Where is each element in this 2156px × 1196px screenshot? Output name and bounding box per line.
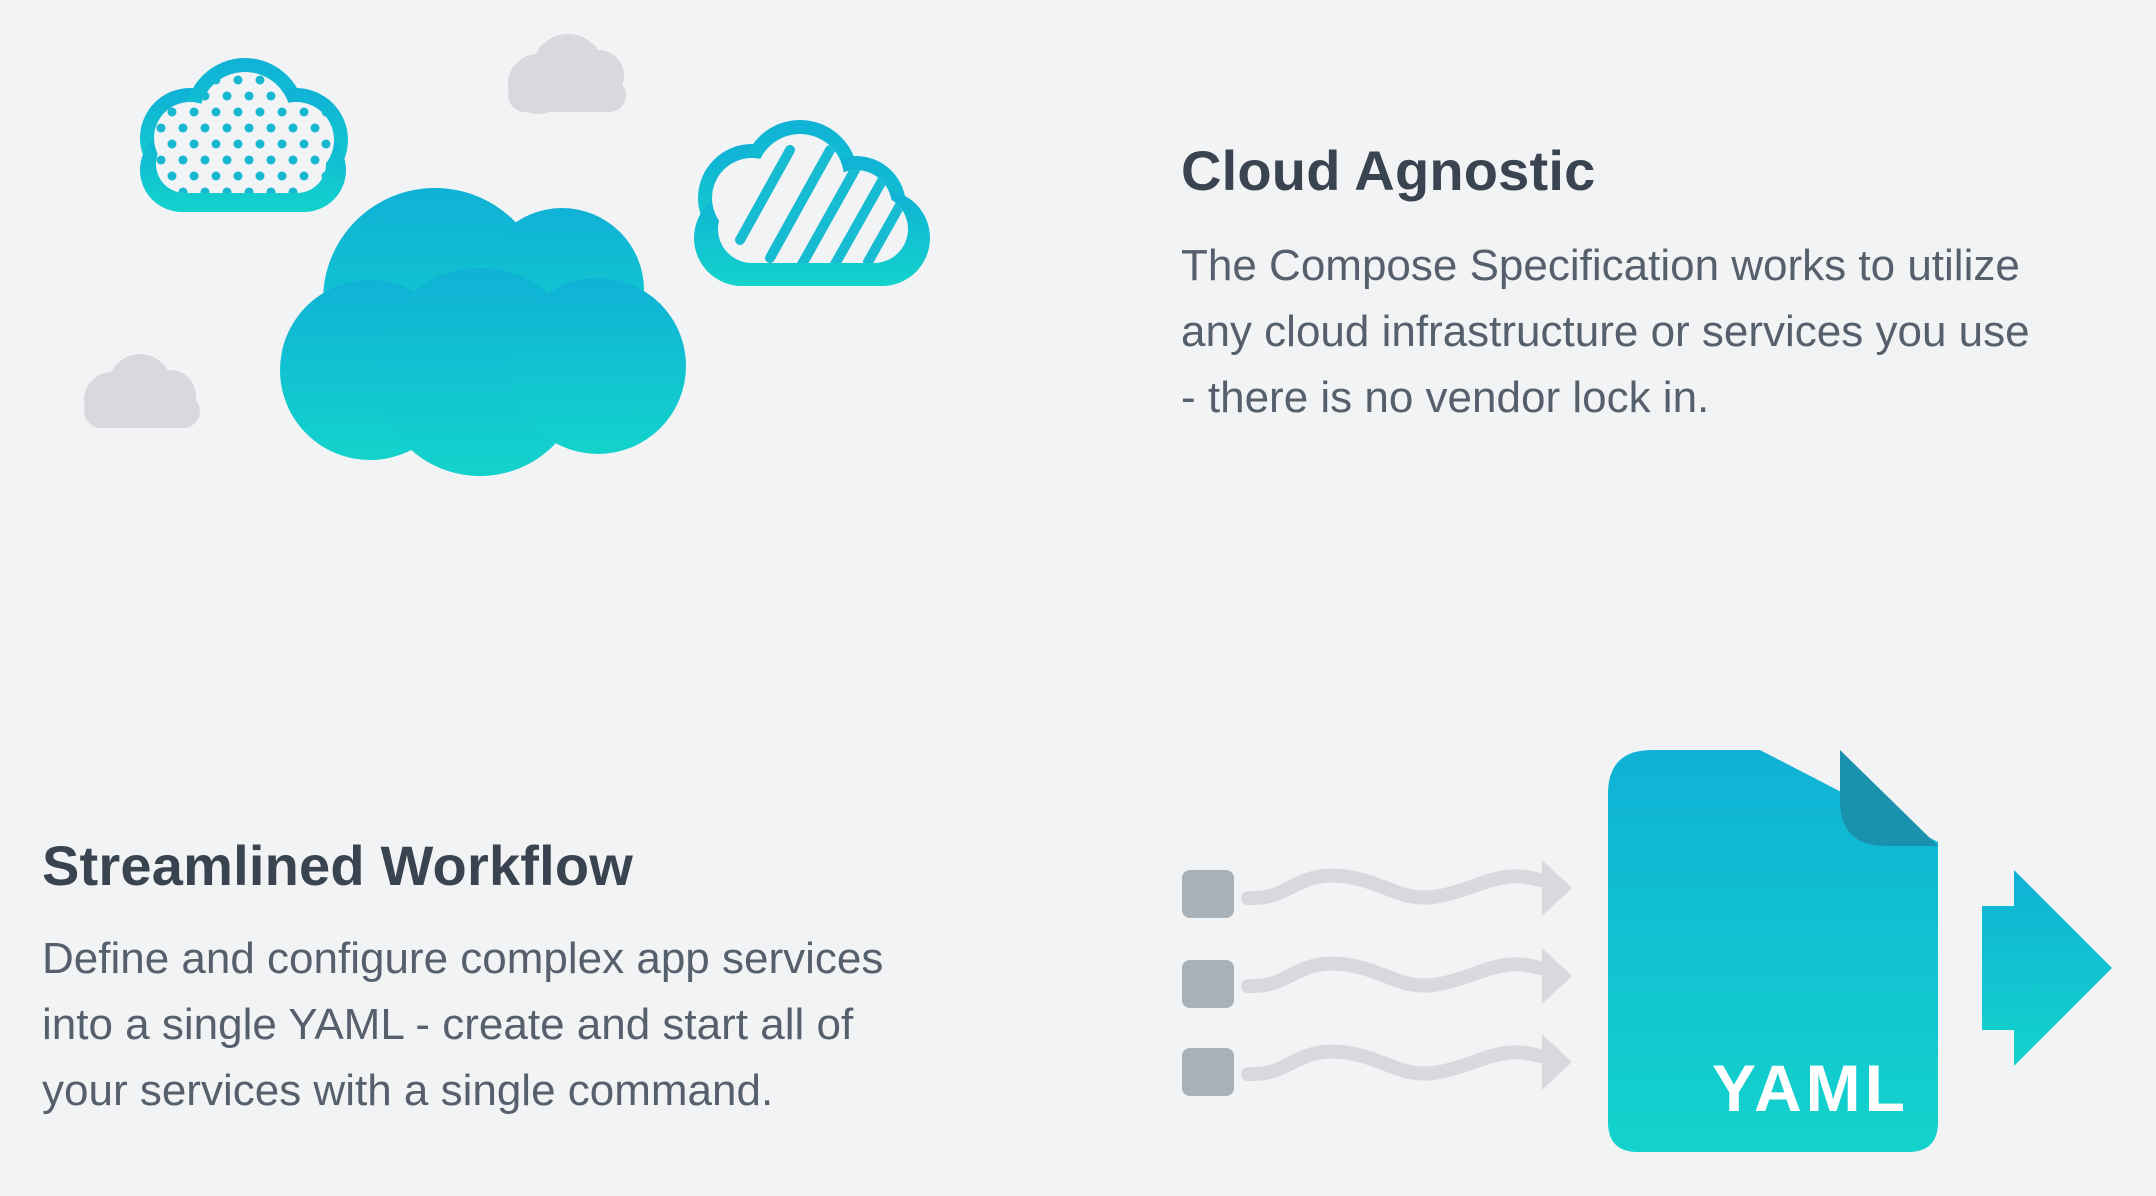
input-square-2-icon [1182, 960, 1234, 1008]
wave-arrow-1-icon [1241, 868, 1547, 906]
yaml-workflow-illustration [1182, 750, 2112, 1152]
striped-cloud-icon [694, 120, 930, 286]
streamlined-workflow-description: Define and configure complex app service… [42, 926, 1042, 1124]
input-square-1-icon [1182, 870, 1234, 918]
streamlined-workflow-line-3: your services with a single command. [42, 1066, 774, 1115]
streamlined-workflow-line-2: into a single YAML - create and start al… [42, 1000, 854, 1049]
wave-arrowhead-1-icon [1542, 860, 1572, 916]
cloud-agnostic-section: Cloud Agnostic The Compose Specification… [1181, 138, 2121, 431]
cloud-agnostic-line-1: The Compose Specification works to utili… [1181, 241, 2020, 290]
dotted-cloud-icon [140, 58, 348, 212]
clouds-illustration [84, 34, 930, 476]
small-gray-cloud-left-icon [84, 354, 200, 428]
small-gray-cloud-top-icon [508, 34, 626, 114]
cloud-agnostic-line-2: any cloud infrastructure or services you… [1181, 307, 2030, 356]
wave-arrow-3-icon [1241, 1044, 1547, 1082]
streamlined-workflow-title: Streamlined Workflow [42, 834, 634, 897]
output-arrow-icon [1982, 870, 2112, 1066]
cloud-agnostic-description: The Compose Specification works to utili… [1181, 233, 2121, 431]
streamlined-workflow-line-1: Define and configure complex app service… [42, 934, 884, 983]
cloud-agnostic-line-3: - there is no vendor lock in. [1181, 373, 1710, 422]
wave-arrowhead-3-icon [1542, 1034, 1572, 1090]
yaml-file-label: YAML [1712, 1051, 1909, 1125]
main-cloud-icon [280, 188, 686, 476]
wave-arrowhead-2-icon [1542, 948, 1572, 1004]
cloud-agnostic-title: Cloud Agnostic [1181, 139, 1596, 202]
yaml-file-icon [1608, 750, 1938, 1152]
streamlined-workflow-section: Streamlined Workflow Define and configur… [42, 833, 1042, 1124]
input-square-3-icon [1182, 1048, 1234, 1096]
wave-arrow-2-icon [1241, 956, 1547, 994]
